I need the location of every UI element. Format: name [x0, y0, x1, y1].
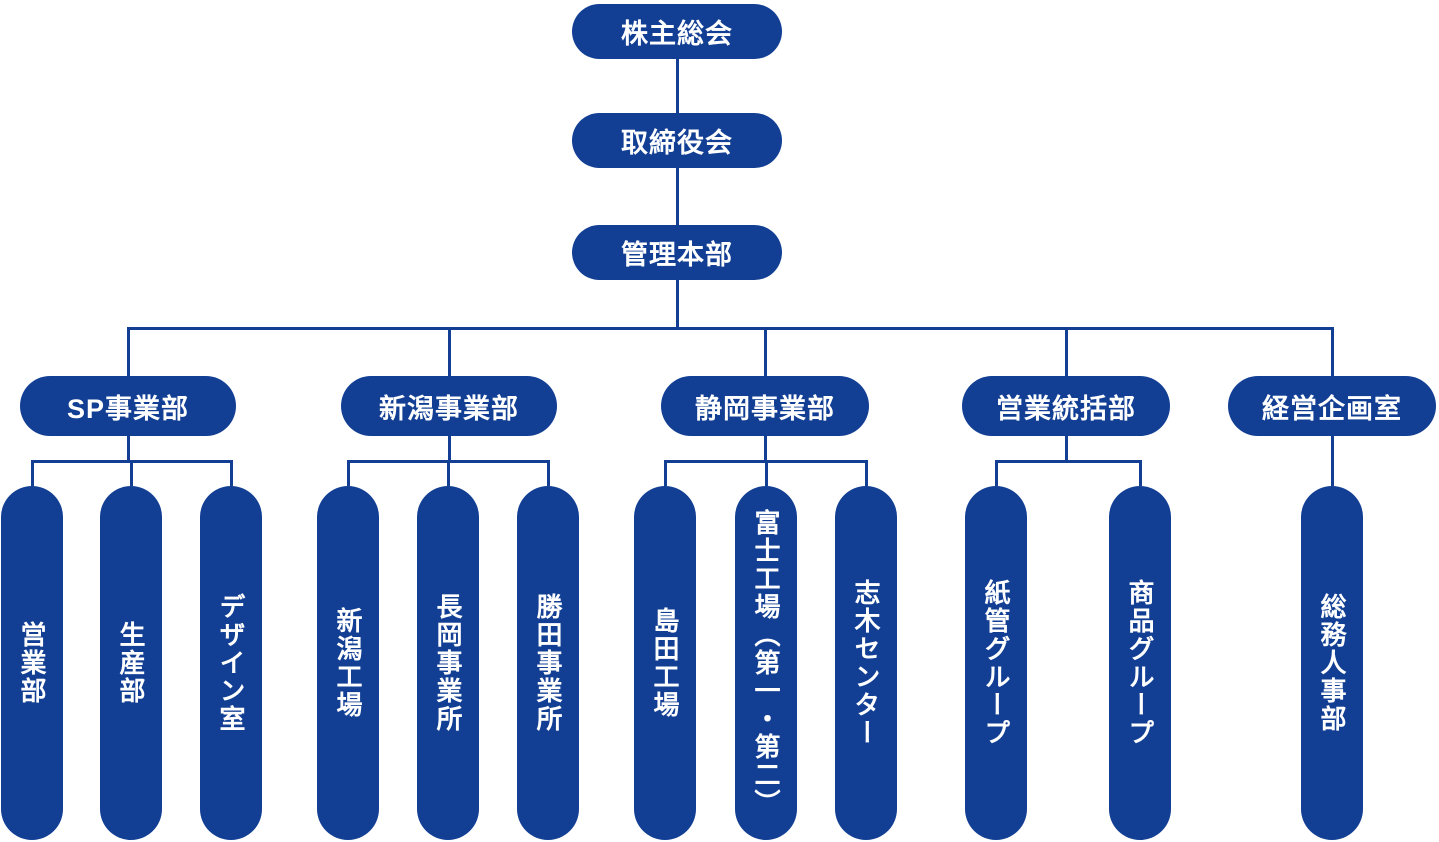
connector-div-stub-5: [1330, 330, 1334, 376]
connector-trunk-1: [675, 59, 679, 113]
node-niigata-factory: 新潟工場: [317, 486, 379, 840]
connector-div-stub-1: [126, 330, 130, 376]
connector-sub-stub-4: [1064, 436, 1068, 460]
node-product-group: 商品グループ: [1109, 486, 1171, 840]
connector-leaf-stub: [764, 460, 768, 486]
node-shiki-center: 志木センター: [835, 486, 897, 840]
connector-leaf-stub: [546, 460, 550, 486]
node-corporate-planning-office: 経営企画室: [1228, 376, 1436, 436]
connector-sub-stub-5: [1330, 436, 1334, 486]
node-general-affairs-hr-dept: 総務人事部: [1301, 486, 1363, 840]
node-sales-management-division: 営業統括部: [962, 376, 1170, 436]
node-fuji-factory: 富士工場（第一・第二）: [735, 486, 797, 840]
node-shimada-factory: 島田工場: [634, 486, 696, 840]
node-admin-headquarters: 管理本部: [572, 225, 782, 280]
node-design-office: デザイン室: [200, 486, 262, 840]
connector-trunk-3: [675, 280, 679, 330]
node-katsuta-office: 勝田事業所: [517, 486, 579, 840]
node-shizuoka-division: 静岡事業部: [661, 376, 869, 436]
connector-trunk-2: [675, 168, 679, 225]
node-production-dept: 生産部: [100, 486, 162, 840]
connector-div-stub-4: [1064, 330, 1068, 376]
connector-leaf-stub: [229, 460, 233, 486]
connector-div-stub-2: [447, 330, 451, 376]
connector-sub-bus-4: [994, 460, 1142, 463]
connector-leaf-stub: [994, 460, 998, 486]
connector-leaf-stub: [346, 460, 350, 486]
node-paper-tube-group: 紙管グループ: [965, 486, 1027, 840]
connector-leaf-stub: [663, 460, 667, 486]
node-shareholders-meeting: 株主総会: [572, 4, 782, 59]
connector-sub-stub-1: [126, 436, 130, 460]
connector-sub-stub-3: [763, 436, 767, 460]
connector-leaf-stub: [129, 460, 133, 486]
connector-sub-stub-2: [447, 436, 451, 460]
connector-div-stub-3: [763, 330, 767, 376]
node-niigata-division: 新潟事業部: [341, 376, 557, 436]
connector-leaf-stub: [864, 460, 868, 486]
connector-leaf-stub: [446, 460, 450, 486]
node-sales-dept: 営業部: [1, 486, 63, 840]
node-nagaoka-office: 長岡事業所: [417, 486, 479, 840]
node-sp-division: SP事業部: [20, 376, 236, 436]
node-board-of-directors: 取締役会: [572, 113, 782, 168]
connector-leaf-stub: [30, 460, 34, 486]
connector-main-bus: [127, 327, 1334, 330]
connector-leaf-stub: [1138, 460, 1142, 486]
